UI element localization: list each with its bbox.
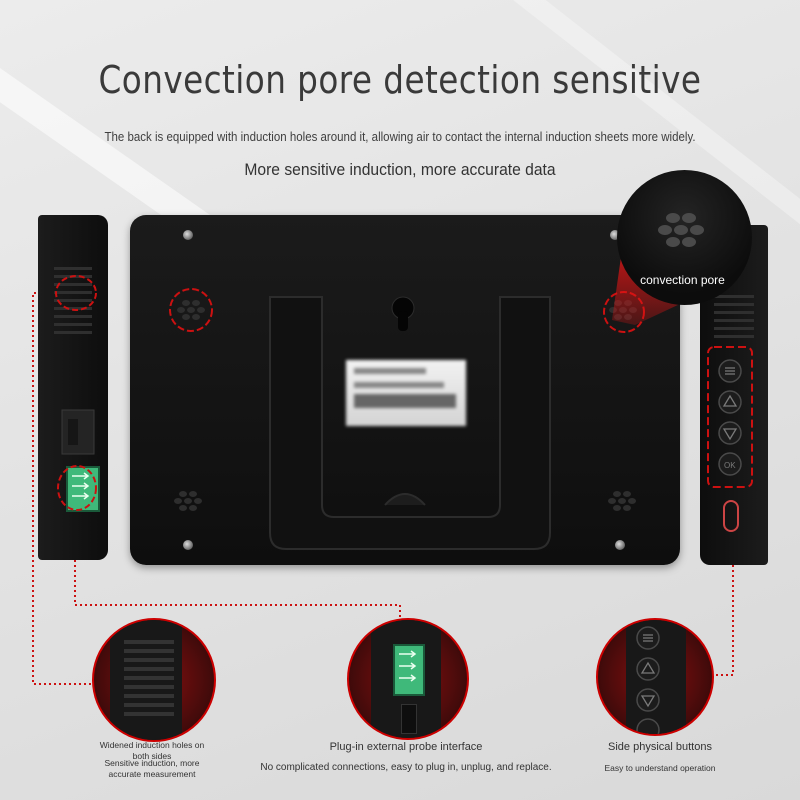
- vent-highlight-left: [55, 275, 97, 311]
- screw-icon: [183, 230, 193, 240]
- screw-icon: [183, 540, 193, 550]
- page-subtitle: The back is equipped with induction hole…: [104, 130, 696, 144]
- device-back-panel: [130, 215, 680, 565]
- page-tagline: More sensitive induction, more accurate …: [244, 160, 556, 179]
- feature-title-probe: Plug-in external probe interface: [329, 741, 483, 753]
- svg-text:OK: OK: [724, 461, 736, 470]
- feature-desc-buttons: Easy to understand operation: [604, 763, 716, 773]
- side-buttons: OK: [707, 346, 753, 488]
- feature-title-buttons: Side physical buttons: [608, 741, 712, 753]
- page-title: Convection pore detection sensitive: [98, 58, 702, 102]
- vent-holes-icon: [174, 491, 202, 511]
- button-stack-icon: [636, 626, 660, 734]
- feature-desc-probe: No complicated connections, easy to plug…: [260, 762, 552, 773]
- stand-outline: [269, 296, 551, 550]
- vent-highlight-back-left: [169, 288, 213, 332]
- product-sticker: [346, 360, 466, 426]
- zoom-probe-interface: [347, 618, 469, 740]
- callout-label: convection pore: [640, 273, 725, 287]
- callout-zoom-convection-pore: [617, 170, 752, 305]
- vent-slots-icon: [124, 640, 174, 716]
- probe-highlight: [57, 465, 97, 511]
- vent-holes-icon: [658, 213, 704, 247]
- zoom-side-buttons: [596, 618, 714, 736]
- feature-title-vents: Widened induction holes on both sides: [99, 740, 205, 761]
- probe-connector: [393, 644, 425, 696]
- vent-holes-icon: [177, 300, 205, 320]
- vent-holes-icon: [608, 491, 636, 511]
- screw-icon: [610, 230, 620, 240]
- keyhole-icon: [391, 296, 415, 331]
- screw-icon: [615, 540, 625, 550]
- feature-desc-vents: Sensitive induction, more accurate measu…: [104, 758, 200, 779]
- right-vent-slots: [714, 295, 754, 532]
- zoom-side-vents: [92, 618, 216, 742]
